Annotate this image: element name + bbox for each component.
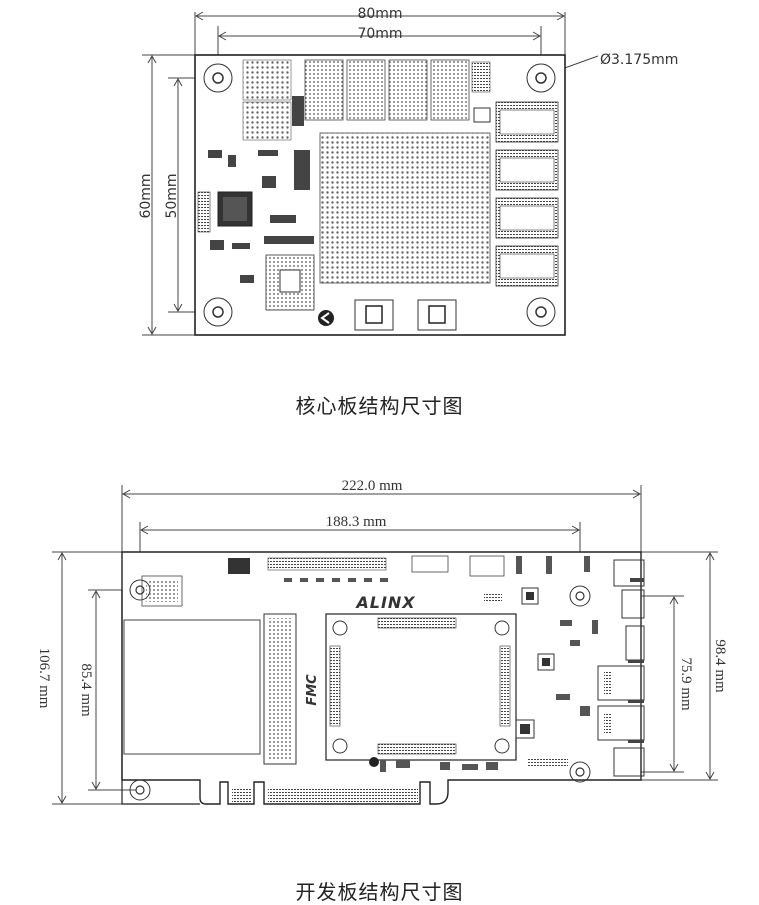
dev-mount-hole-br xyxy=(569,761,591,783)
core-mount-hole-tr xyxy=(526,63,556,93)
core-mount-hole-br xyxy=(526,297,556,327)
core-mount-hole-tl xyxy=(203,63,233,93)
dim-dev-width-outer xyxy=(121,485,642,552)
dev-board-caption: 开发板结构尺寸图 xyxy=(295,880,464,904)
core-small-chip xyxy=(473,107,491,123)
core-orientation-mark xyxy=(318,310,334,326)
dim-core-width-inner-label: 70mm xyxy=(357,26,402,42)
dim-core-width-outer-label: 80mm xyxy=(357,6,402,22)
core-board-caption: 核心板结构尺寸图 xyxy=(295,394,464,418)
core-flash-chip-center xyxy=(279,269,301,293)
dim-dev-right-outer-label: 98.4 mm xyxy=(712,639,728,693)
dev-orientation-mark xyxy=(369,757,379,767)
dev-board: 222.0 mm 188.3 mm 106.7 mm 85.4 mm xyxy=(36,478,728,805)
dev-mount-hole-tr xyxy=(569,585,591,607)
dim-core-height-outer-label: 60mm xyxy=(138,173,154,218)
core-mount-hole-bl xyxy=(203,297,233,327)
dim-core-height-outer xyxy=(142,54,195,336)
dev-fmc-connector-pins xyxy=(268,618,292,760)
dev-core-socket xyxy=(325,613,517,761)
dev-brand-label: ALINX xyxy=(354,593,415,612)
core-bga-small-2 xyxy=(242,101,292,141)
dev-edge-ports xyxy=(597,559,645,777)
dev-status-leds xyxy=(284,578,388,582)
dim-dev-right-inner-label: 75.9 mm xyxy=(678,657,694,711)
core-ddr-row xyxy=(304,59,470,121)
dim-core-hole-label: Ø3.175mm xyxy=(600,52,678,68)
dim-dev-left-outer-label: 106.7 mm xyxy=(36,648,52,709)
dim-core-height-inner-label: 50mm xyxy=(164,173,180,218)
dim-dev-width-inner-label: 188.3 mm xyxy=(326,514,387,530)
dim-dev-left-outer xyxy=(52,551,124,805)
core-small-parts xyxy=(208,96,314,283)
core-btb-connectors xyxy=(495,101,559,287)
dim-dev-right-outer xyxy=(641,551,718,781)
dev-pcie-fingers xyxy=(232,788,418,802)
dev-right-small-parts xyxy=(380,556,598,772)
dim-dev-left-inner-label: 85.4 mm xyxy=(78,663,94,717)
core-cpu-chip-inner xyxy=(223,197,247,221)
core-orientation-arrow xyxy=(320,312,330,324)
dev-edge-port-details xyxy=(604,578,644,743)
core-header-left xyxy=(197,191,211,233)
dim-core-width-inner xyxy=(217,26,542,78)
dev-fmc-connector xyxy=(263,613,297,765)
dim-dev-left-inner xyxy=(88,589,140,791)
core-connector-strip xyxy=(471,61,491,93)
dev-bracket-region xyxy=(123,619,261,755)
dim-core-width-outer xyxy=(194,11,566,55)
dev-board-left-bracket xyxy=(121,590,200,805)
dev-btb-sockets xyxy=(329,617,511,755)
dim-dev-width-outer-label: 222.0 mm xyxy=(342,478,403,494)
dev-top-headers xyxy=(141,555,505,607)
dev-core-socket-holes xyxy=(332,620,510,754)
core-fpga-bga xyxy=(319,132,491,284)
dev-mount-hole-bl xyxy=(129,779,151,801)
dev-right-peripherals xyxy=(515,587,568,766)
core-power-module-1-core xyxy=(365,305,383,324)
core-board: 80mm 70mm 60mm 50mm xyxy=(138,6,678,336)
core-bga-small-1 xyxy=(242,59,292,101)
dev-fmc-label: FMC xyxy=(305,674,320,706)
dim-dev-width-inner xyxy=(139,522,581,552)
core-power-module-2-core xyxy=(428,305,446,324)
